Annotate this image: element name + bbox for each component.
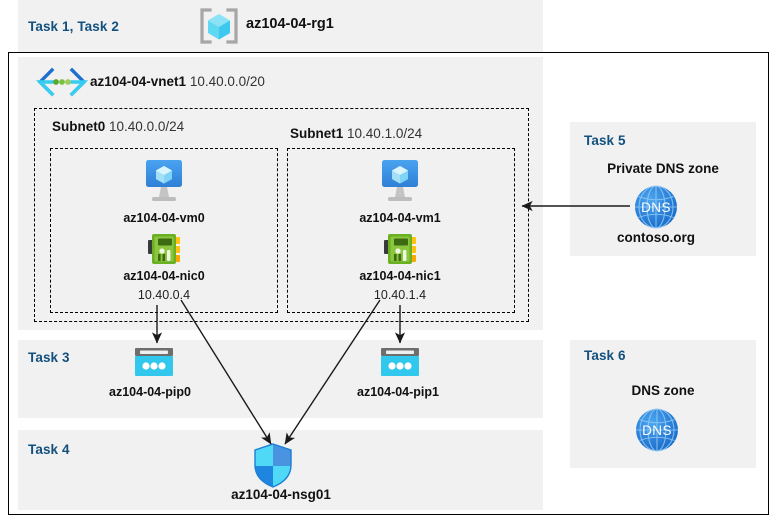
vm1-label: az104-04-vm1 [359, 211, 441, 225]
task-label-task4: Task 4 [28, 442, 70, 457]
virtual-network-icon [35, 67, 89, 97]
network-interface-icon [144, 231, 184, 267]
vm0-label: az104-04-vm0 [123, 211, 205, 225]
pip0-label: az104-04-pip0 [109, 385, 191, 399]
nic0-ip: 10.40.0.4 [137, 288, 191, 302]
subnet0-name: Subnet0 [52, 119, 106, 134]
subnet1-name: Subnet1 [290, 126, 344, 141]
panel-task1-task2-header [18, 0, 543, 52]
vnet-subnets-container [34, 108, 529, 322]
panel-vnet [18, 57, 543, 330]
vnet-header: az104-04-vnet1 10.40.0.0/20 [90, 74, 265, 89]
task-label-task5: Task 5 [584, 133, 626, 148]
nsg-label: az104-04-nsg01 [231, 487, 331, 502]
dns-icon-text: DNS [641, 200, 671, 215]
resource-group-name: az104-04-rg1 [246, 16, 334, 32]
virtual-machine-icon [372, 158, 428, 208]
dns-zone-title: DNS zone [631, 383, 695, 398]
subnet1-header: Subnet1 10.40.1.0/24 [290, 126, 422, 141]
network-interface-icon [380, 231, 420, 267]
subnet1-cidr: 10.40.1.0/24 [347, 126, 423, 141]
network-security-group-icon [251, 443, 295, 489]
private-dns-zone-title: Private DNS zone [607, 161, 719, 176]
pip1-label: az104-04-pip1 [357, 385, 439, 399]
subnet1-box [287, 148, 515, 313]
task-label-task1-task2: Task 1, Task 2 [28, 19, 119, 34]
subnet0-header: Subnet0 10.40.0.0/24 [52, 119, 184, 134]
lab-boundary-frame [8, 52, 769, 515]
panel-task3 [18, 340, 543, 418]
private-dns-zone-name: contoso.org [617, 230, 695, 245]
virtual-machine-icon [136, 158, 192, 208]
nic0-label: az104-04-nic0 [123, 269, 205, 283]
vnet-name: az104-04-vnet1 [90, 74, 187, 89]
dns-zone-icon: DNS [633, 406, 681, 454]
task-label-task6: Task 6 [584, 348, 626, 363]
dns-zone-icon: DNS [632, 183, 680, 231]
public-ip-address-icon [132, 345, 176, 381]
subnet0-box [50, 148, 278, 313]
dns-icon-text: DNS [642, 423, 672, 438]
public-ip-address-icon [378, 345, 422, 381]
vnet-cidr: 10.40.0.0/20 [189, 74, 265, 89]
nic1-label: az104-04-nic1 [359, 269, 441, 283]
resource-group-icon [198, 7, 240, 45]
task-label-task3: Task 3 [28, 350, 70, 365]
nic1-ip: 10.40.1.4 [373, 288, 427, 302]
subnet0-cidr: 10.40.0.0/24 [109, 119, 185, 134]
